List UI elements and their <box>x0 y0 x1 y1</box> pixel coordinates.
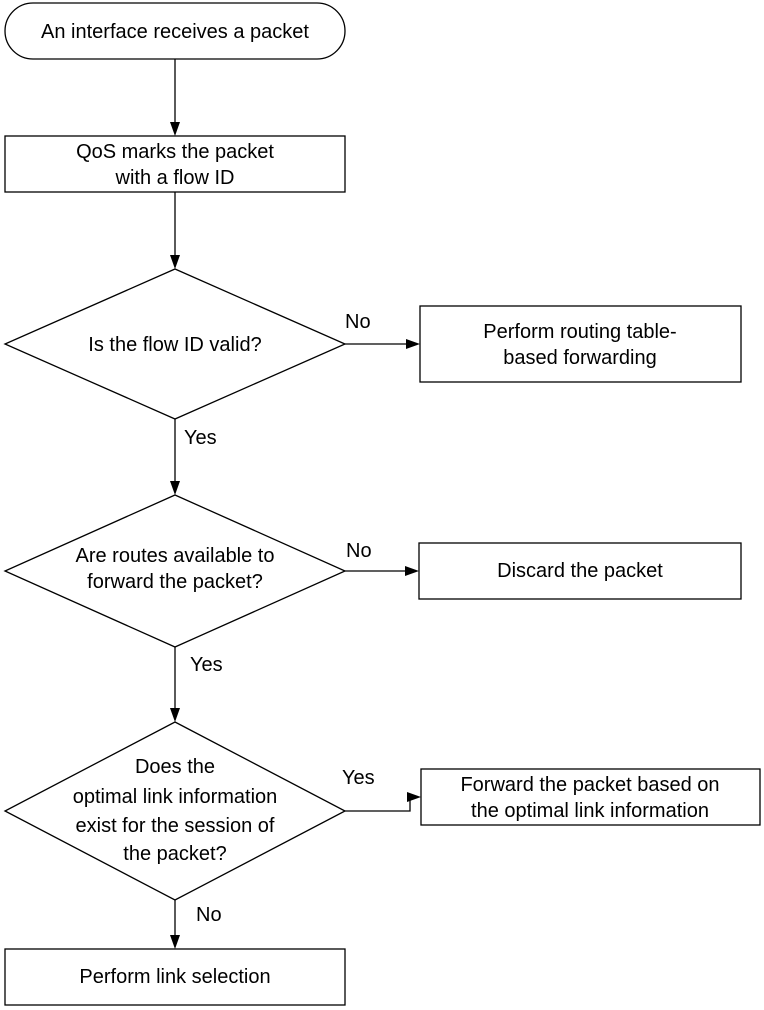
qos-mark-text-line-2: with a flow ID <box>115 167 235 189</box>
flow-valid-yes-label: Yes <box>184 427 217 449</box>
routes-available-decision: Are routes available to forward the pack… <box>3 494 347 648</box>
flow-valid-decision: Is the flow ID valid? <box>3 268 347 420</box>
arrowhead-start-to-qos <box>170 122 180 136</box>
link-selection-box: Perform link selection <box>4 948 346 1006</box>
optimal-exists-text-line-1: Does the <box>135 756 215 778</box>
routes-no-label: No <box>346 540 372 562</box>
arrowhead-flow-valid-yes <box>170 481 180 495</box>
arrowhead-qos-to-flow-valid <box>170 255 180 269</box>
flow-valid-text-line-1: Is the flow ID valid? <box>88 334 261 356</box>
routes-yes-label: Yes <box>190 654 223 676</box>
routes-available-text-line-2: forward the packet? <box>87 571 263 593</box>
arrowhead-flow-valid-no <box>406 339 420 349</box>
optimal-exists-text-line-4: the packet? <box>123 843 226 865</box>
forward-optimal-text-line-2: the optimal link information <box>471 800 709 822</box>
arrowhead-optimal-yes <box>407 792 421 802</box>
qos-mark-text-line-1: QoS marks the packet <box>76 141 274 163</box>
arrowhead-routes-yes <box>170 708 180 722</box>
start-text-line-1: An interface receives a packet <box>41 21 309 43</box>
forward-optimal-text-line-1: Forward the packet based on <box>460 774 719 796</box>
flow-valid-no-label: No <box>345 311 371 333</box>
optimal-exists-decision: Does the optimal link information exist … <box>3 721 347 901</box>
routes-available-text-line-1: Are routes available to <box>75 545 274 567</box>
arrowhead-routes-no <box>405 566 419 576</box>
edge-optimal-yes <box>345 796 411 812</box>
optimal-yes-label: Yes <box>342 767 375 789</box>
optimal-no-label: No <box>196 904 222 926</box>
link-selection-text-line-1: Perform link selection <box>79 966 270 988</box>
start-terminator: An interface receives a packet <box>4 2 346 60</box>
qos-mark-box: QoS marks the packet with a flow ID <box>4 135 346 193</box>
discard-text-line-1: Discard the packet <box>497 560 663 582</box>
optimal-exists-text-line-2: optimal link information <box>73 786 278 808</box>
optimal-exists-text-line-3: exist for the session of <box>76 815 275 837</box>
routing-forward-box: Perform routing table- based forwarding <box>419 305 742 383</box>
discard-box: Discard the packet <box>418 542 742 600</box>
routing-forward-text-line-1: Perform routing table- <box>483 321 676 343</box>
arrowhead-optimal-no <box>170 935 180 949</box>
forward-optimal-box: Forward the packet based on the optimal … <box>420 768 761 826</box>
routing-forward-text-line-2: based forwarding <box>503 347 656 369</box>
